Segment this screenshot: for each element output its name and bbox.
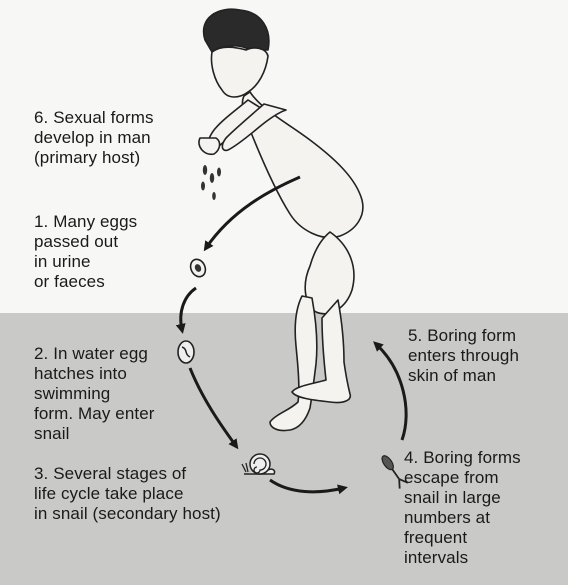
stage-6-label: 6. Sexual forms develop in man (primary … xyxy=(34,108,154,168)
egg-icon xyxy=(188,257,208,279)
stage-2-label: 2. In water egg hatches into swimming fo… xyxy=(34,344,155,444)
hatching-egg-icon xyxy=(178,341,194,363)
stage-5-label: 5. Boring form enters through skin of ma… xyxy=(408,326,519,386)
water-drops xyxy=(201,165,221,200)
snail-icon xyxy=(242,454,275,474)
stage-1-label: 1. Many eggs passed out in urine or faec… xyxy=(34,212,137,292)
cycle-arrows xyxy=(181,177,406,492)
stage-4-label: 4. Boring forms escape from snail in lar… xyxy=(404,448,521,568)
human-figure xyxy=(199,9,363,430)
stage-3-label: 3. Several stages of life cycle take pla… xyxy=(34,464,221,524)
